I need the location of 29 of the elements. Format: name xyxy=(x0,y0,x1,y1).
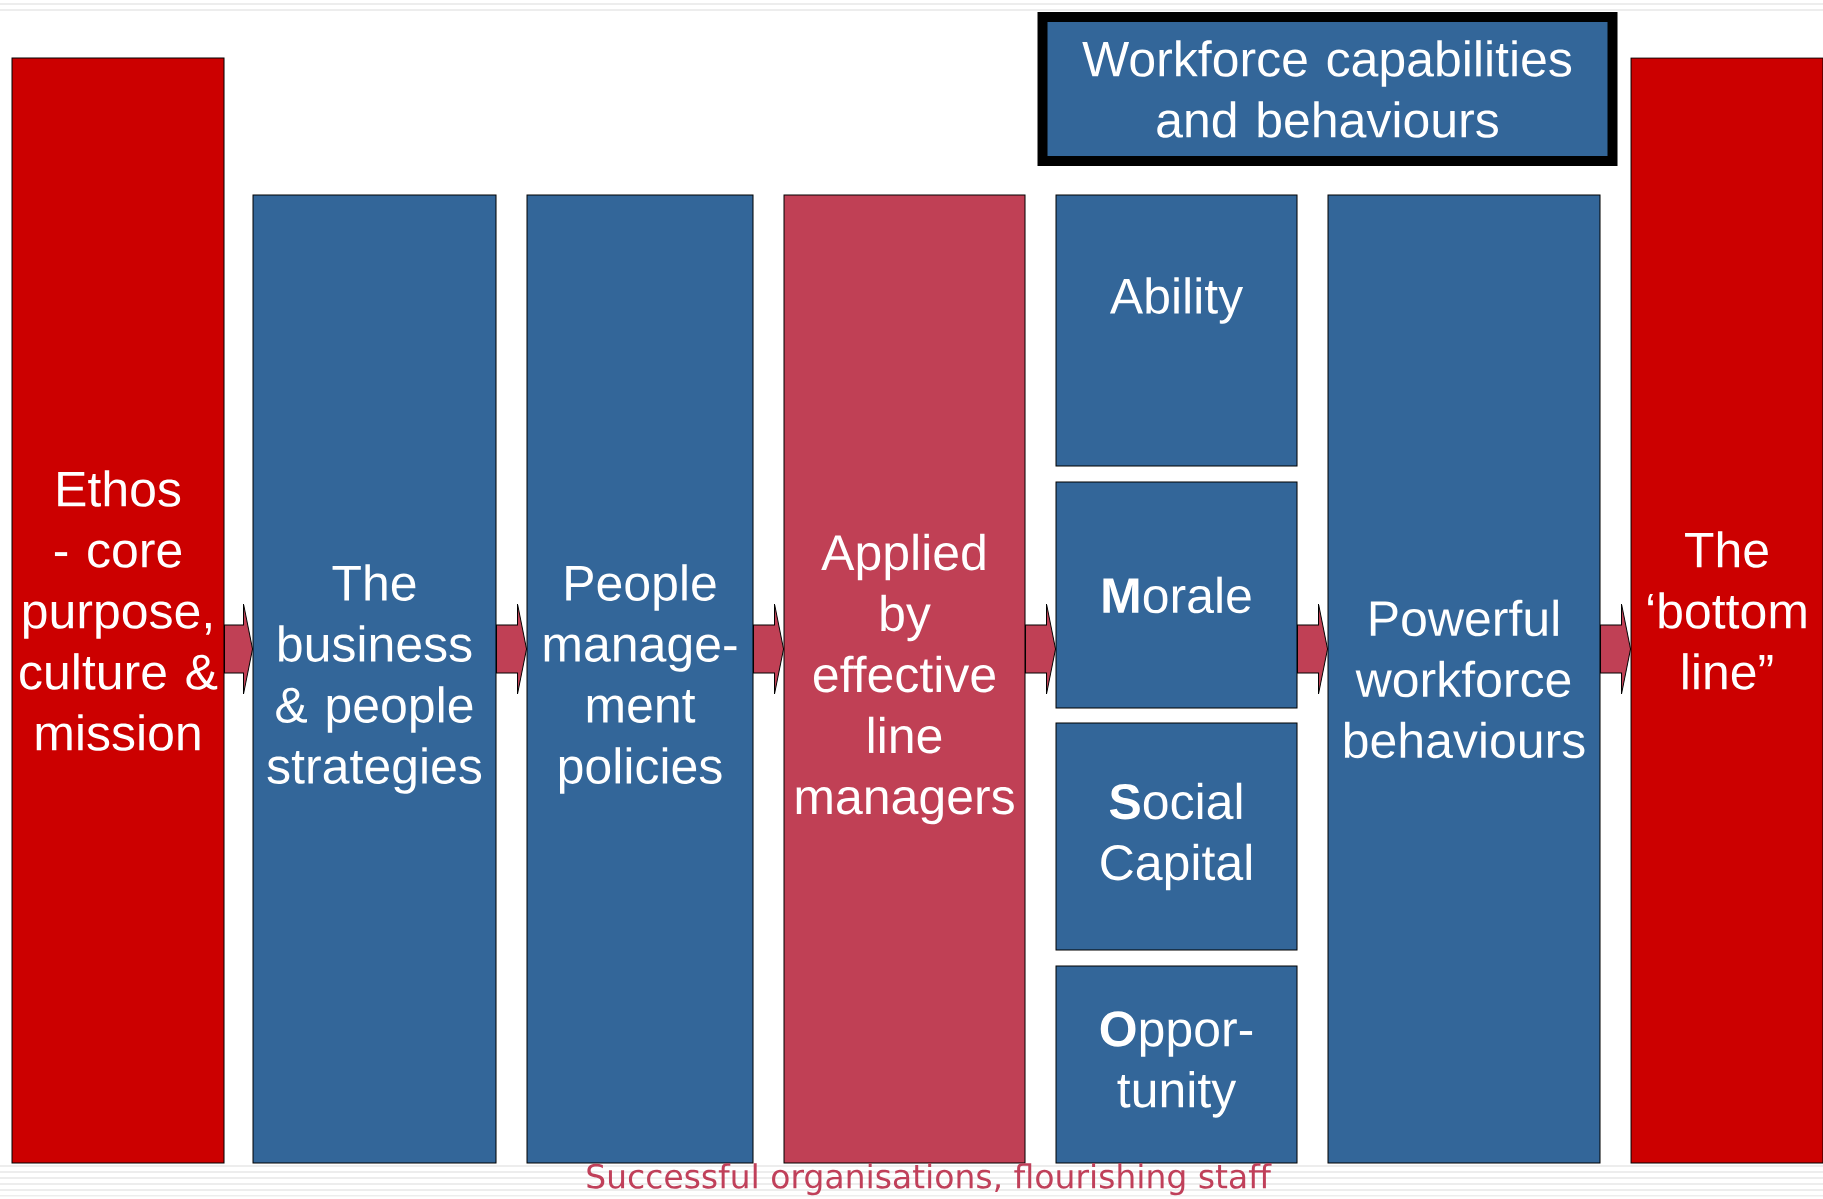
box-text: Social Capital xyxy=(1101,782,1251,891)
factor-box xyxy=(1055,722,1298,951)
box-text: The ‘bottom line” xyxy=(1648,531,1806,690)
block-arrow xyxy=(1025,603,1056,695)
stage-column xyxy=(1630,57,1823,1164)
block-arrow xyxy=(224,603,253,695)
stage-column xyxy=(252,194,497,1164)
header-box xyxy=(1037,12,1618,166)
box-text: Oppor- tunity xyxy=(1100,1011,1253,1118)
stage-column xyxy=(1327,194,1601,1164)
box-text: Morale xyxy=(1103,576,1251,614)
factor-box xyxy=(1055,481,1298,709)
header-text: Workforce capabilities and behaviours xyxy=(1082,40,1572,138)
box-text: The business & people strategies xyxy=(267,564,482,794)
box-text: Applied by effective line managers xyxy=(796,533,1014,825)
block-arrow xyxy=(1600,603,1631,695)
block-arrow xyxy=(1297,603,1328,695)
box-text: People manage- ment policies xyxy=(544,564,737,794)
factor-box xyxy=(1055,965,1298,1164)
caption: Successful organisations, flourishing staff xyxy=(587,1163,1272,1196)
stage-column xyxy=(526,194,754,1164)
block-arrow xyxy=(753,603,784,695)
factor-box xyxy=(1055,194,1298,467)
box-text: Ethos - core purpose, culture & mission xyxy=(20,470,218,751)
box-text: Powerful workforce behaviours xyxy=(1344,599,1585,759)
stage-column xyxy=(11,57,225,1164)
block-arrow xyxy=(496,603,527,695)
stage-column xyxy=(783,194,1026,1164)
box-text: Ability xyxy=(1109,277,1244,324)
